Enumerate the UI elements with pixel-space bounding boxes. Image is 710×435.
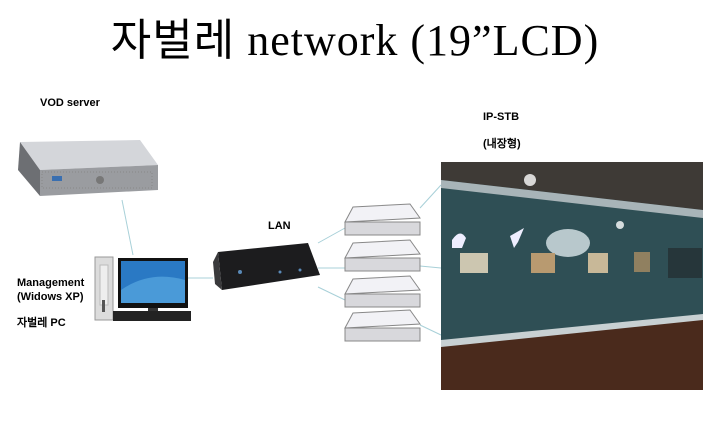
ipstb-type-label: (내장형): [483, 138, 521, 150]
lan-label: LAN: [268, 220, 291, 232]
monitor-icon: [113, 258, 191, 321]
ip-stb-icon: [344, 239, 421, 272]
vod-server-label: VOD server: [40, 97, 100, 109]
link-stb-display1: [419, 184, 442, 209]
link-stb-display2: [419, 265, 442, 269]
pc-name-label: 자벌레 PC: [17, 317, 66, 329]
os-label: (Widows XP): [17, 291, 84, 303]
ip-stb-icon: [344, 275, 421, 308]
diagram-title: 자벌레 network (19”LCD): [110, 16, 600, 65]
connection-lines: [121, 184, 442, 336]
link-lan-stb1: [317, 227, 346, 244]
pc-tower-icon: [94, 256, 114, 321]
link-lan-stb3: [317, 286, 346, 301]
link-stb-display3: [419, 324, 442, 336]
link-server-pc: [121, 199, 134, 256]
lan-switch-icon: [213, 243, 320, 290]
ip-stb-icon: [344, 309, 421, 342]
management-label: Management: [17, 277, 85, 289]
ipstb-label: IP-STB: [483, 111, 520, 123]
ip-stb-devices: [344, 203, 421, 342]
vod-server-icon: [18, 140, 158, 196]
display-wall-photo: [441, 162, 703, 390]
ip-stb-icon: [344, 203, 421, 236]
